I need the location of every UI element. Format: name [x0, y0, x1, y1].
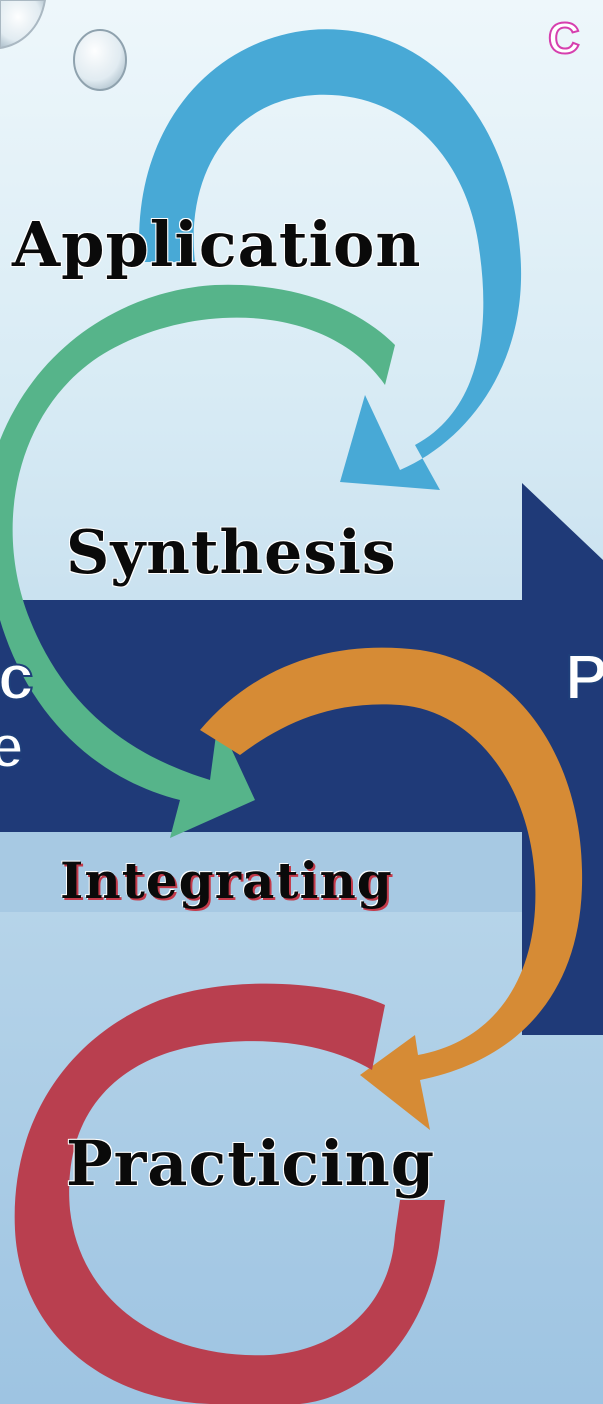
integrating-band: [0, 832, 522, 912]
partial-text-right: P: [564, 640, 603, 714]
practicing-label: Practicing: [66, 1127, 436, 1200]
application-label: Application: [12, 208, 422, 281]
bubble-small-decoration: [73, 29, 127, 91]
integrating-label: Integrating: [60, 851, 393, 910]
partial-title-top-right: C: [547, 13, 581, 64]
partial-text-left-upper: c: [0, 640, 35, 714]
bubble-large-decoration: [0, 0, 47, 50]
integrating-arrow: [200, 647, 583, 1130]
synthesis-label: Synthesis: [66, 518, 397, 588]
partial-text-left-lower: e: [0, 712, 24, 781]
synthesis-arrow: [0, 284, 395, 838]
